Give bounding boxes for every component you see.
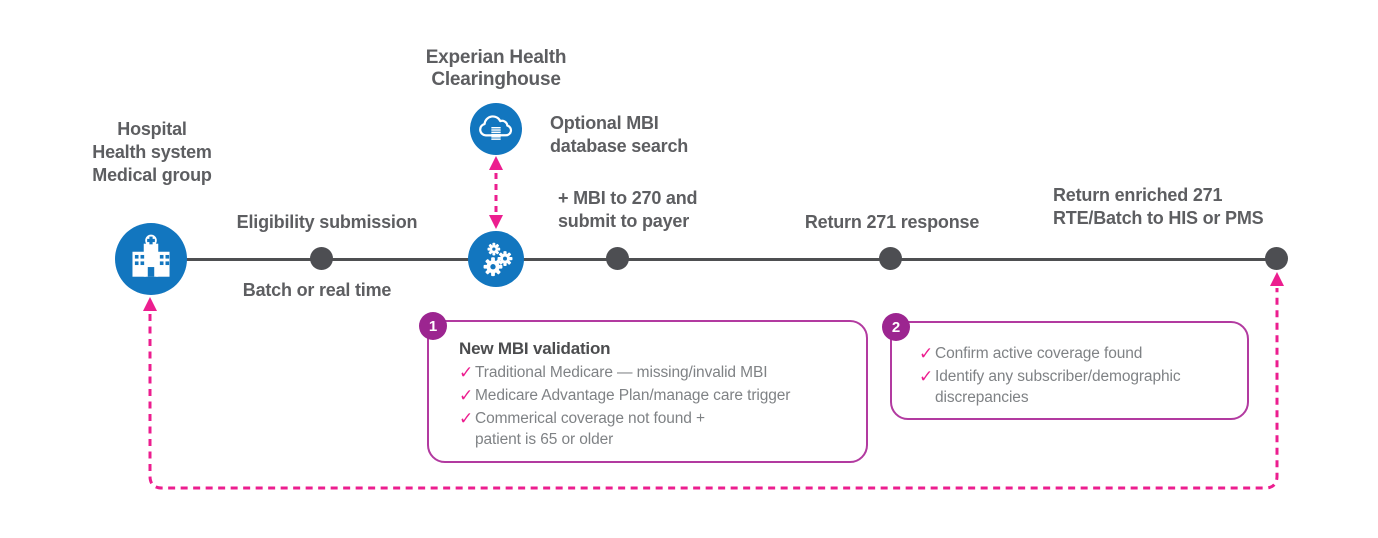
callout1-item3-line2: patient is 65 or older <box>475 431 614 448</box>
callout2-item1-line1: Confirm active coverage found <box>935 345 1143 362</box>
optional-mbi-line1: Optional MBI <box>550 113 659 133</box>
callout1-box: New MBI validation ✓ Traditional Medicar… <box>427 320 868 463</box>
callout1-item2-line1: Medicare Advantage Plan/manage care trig… <box>475 387 791 404</box>
mbi-search-arrow <box>489 156 503 229</box>
submit-line1: + MBI to 270 and <box>558 188 698 208</box>
timeline-dot-return271 <box>879 247 902 270</box>
checklist-item: ✓ Traditional Medicare — missing/invalid… <box>459 362 848 383</box>
step-label-return-enriched: Return enriched 271 RTE/Batch to HIS or … <box>1053 184 1264 230</box>
submit-line2: submit to payer <box>558 211 690 231</box>
checkmark-icon: ✓ <box>919 367 934 386</box>
optional-mbi-line2: database search <box>550 136 689 156</box>
gears-icon <box>483 242 513 277</box>
step-label-submit: + MBI to 270 and submit to payer <box>558 187 698 233</box>
cloud-database-icon <box>479 115 513 140</box>
checkmark-icon: ✓ <box>459 363 474 382</box>
return-enriched-line2: RTE/Batch to HIS or PMS <box>1053 208 1264 228</box>
clearinghouse-title: Experian Health Clearinghouse <box>346 47 646 91</box>
callout1-number-badge: 1 <box>419 312 447 340</box>
callout2-item2-line2: discrepancies <box>935 389 1029 406</box>
source-label-line3: Medical group <box>92 165 212 185</box>
clearinghouse-node <box>470 103 522 155</box>
step-label-optional-mbi: Optional MBI database search <box>550 112 688 158</box>
callout2-item2-line1: Identify any subscriber/demographic <box>935 368 1181 385</box>
step-label-eligibility: Eligibility submission <box>236 212 418 232</box>
callout1-item1-line1: Traditional Medicare — missing/invalid M… <box>475 364 768 381</box>
callout1-title: New MBI validation <box>459 339 611 358</box>
return-enriched-line1: Return enriched 271 <box>1053 185 1223 205</box>
timeline-line <box>150 258 1277 261</box>
timeline-dot-submit <box>606 247 629 270</box>
checkmark-icon: ✓ <box>459 409 474 428</box>
source-label-line1: Hospital <box>117 119 187 139</box>
callout2-number-badge: 2 <box>882 313 910 341</box>
timeline-dot-return-enriched <box>1265 247 1288 270</box>
hospital-node <box>115 223 187 295</box>
clearinghouse-title-line1: Experian Health <box>425 47 567 68</box>
step-label-batch: Batch or real time <box>242 280 392 300</box>
processing-node <box>468 231 524 287</box>
callout2-box: ✓ Confirm active coverage found ✓ Identi… <box>890 321 1249 420</box>
checklist-item: ✓ Confirm active coverage found <box>919 343 1233 364</box>
checkmark-icon: ✓ <box>919 344 934 363</box>
timeline-dot-eligibility <box>310 247 333 270</box>
source-label-line2: Health system <box>92 142 212 162</box>
source-label: Hospital Health system Medical group <box>52 118 252 187</box>
hospital-building-icon <box>132 234 170 277</box>
checklist-item: ✓ Identify any subscriber/demographic di… <box>919 366 1233 408</box>
checkmark-icon: ✓ <box>459 386 474 405</box>
clearinghouse-title-line2: Clearinghouse <box>431 69 561 90</box>
step-label-return271: Return 271 response <box>804 212 980 232</box>
checklist-item: ✓ Medicare Advantage Plan/manage care tr… <box>459 385 848 406</box>
callout1-item3-line1: Commerical coverage not found + <box>475 410 705 427</box>
checklist-item: ✓ Commerical coverage not found + patien… <box>459 408 848 450</box>
